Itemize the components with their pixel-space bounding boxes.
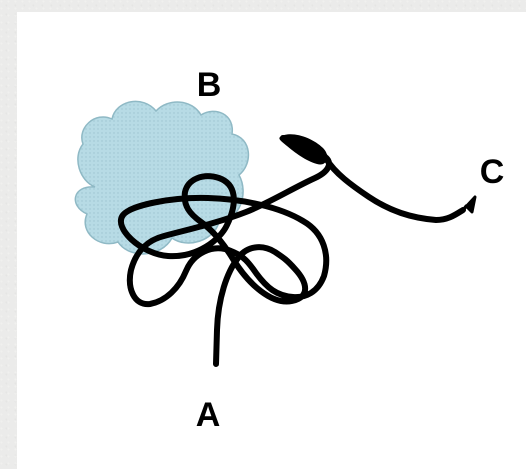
label-b: B bbox=[197, 66, 222, 104]
arrowhead-icon bbox=[461, 195, 477, 214]
cloud-icon bbox=[74, 100, 250, 255]
label-a: A bbox=[196, 396, 221, 434]
blob-stroke-mark bbox=[279, 134, 328, 165]
path-diagram: B C A bbox=[74, 66, 505, 434]
label-c: C bbox=[480, 153, 505, 191]
diagram-panel: B C A bbox=[17, 12, 526, 469]
